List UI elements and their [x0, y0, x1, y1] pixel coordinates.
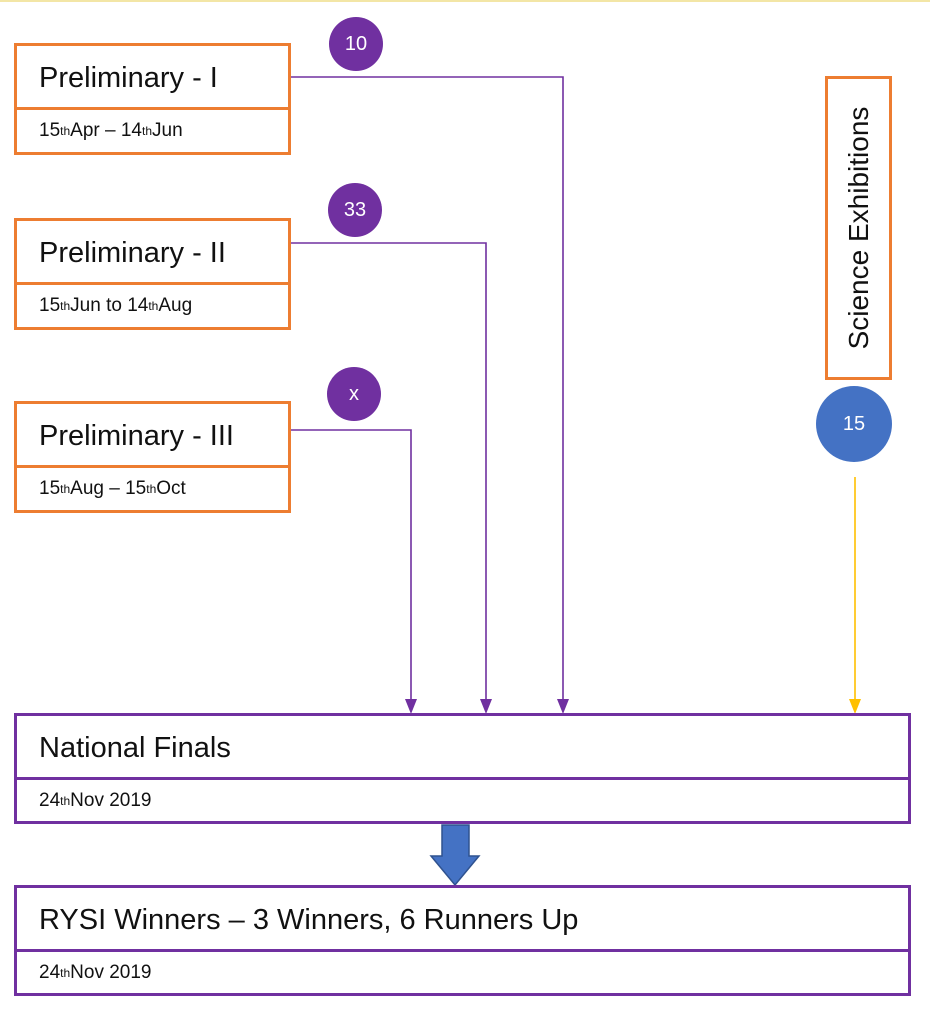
science-exhibitions-count-badge: 15: [816, 386, 892, 462]
down-arrow: [429, 824, 481, 887]
science-exhibitions-label: Science Exhibitions: [842, 106, 874, 350]
arrowhead-prelim-2: [480, 699, 492, 714]
arrowhead-prelim-3: [405, 699, 417, 714]
preliminary-1-title: Preliminary - I: [39, 61, 218, 94]
top-border: [0, 0, 930, 2]
connector-prelim-1: [291, 76, 564, 700]
science-exhibitions-box: Science Exhibitions: [825, 76, 892, 380]
winners-title: RYSI Winners – 3 Winners, 6 Runners Up: [39, 903, 579, 936]
national-finals-title: National Finals: [39, 731, 231, 764]
preliminary-2-title: Preliminary - II: [39, 236, 226, 269]
preliminary-2-count-badge: 33: [328, 183, 382, 237]
preliminary-3-title: Preliminary - III: [39, 419, 234, 452]
arrowhead-prelim-1: [557, 699, 569, 714]
preliminary-3-count-badge: x: [327, 367, 381, 421]
connector-prelim-3: [291, 429, 412, 700]
winners-box: RYSI Winners – 3 Winners, 6 Runners Up 2…: [14, 885, 911, 996]
preliminary-1-count-badge: 10: [329, 17, 383, 71]
arrowhead-science: [849, 699, 861, 714]
connector-prelim-2: [291, 242, 487, 700]
